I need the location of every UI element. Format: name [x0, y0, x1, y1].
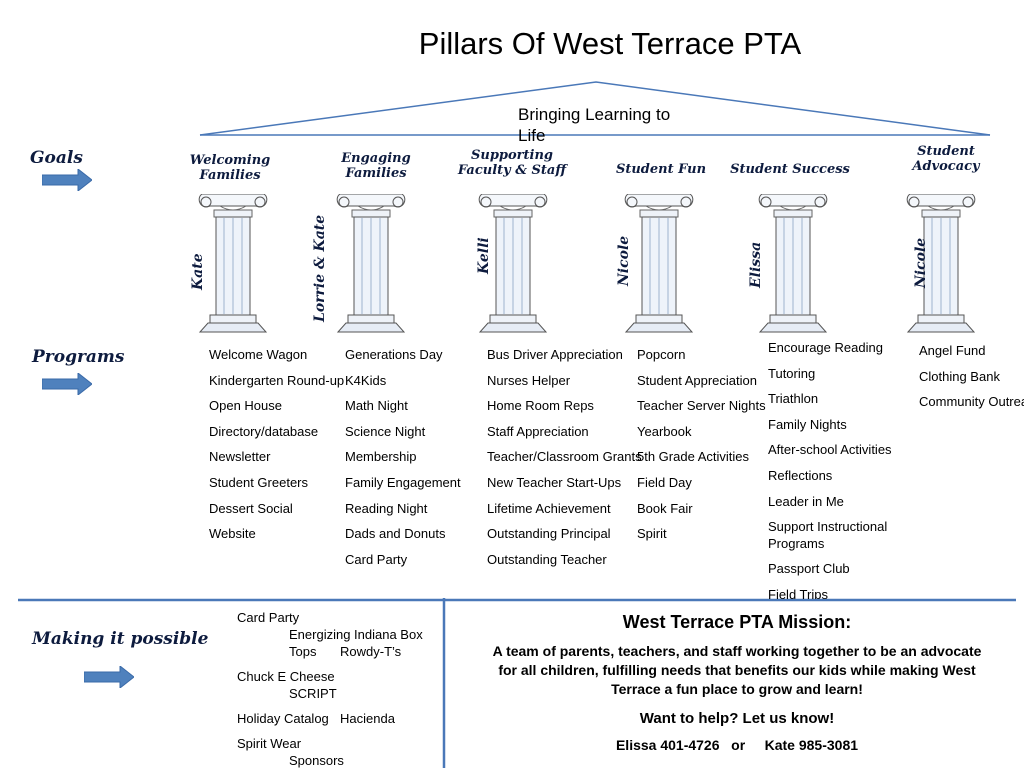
list-item: SCRIPT: [289, 686, 337, 701]
pillar-student-success: [758, 194, 828, 333]
programs-engaging: Generations Day K4Kids Math Night Scienc…: [345, 342, 461, 572]
list-item: New Teacher Start-Ups: [487, 474, 622, 490]
list-item: Open House: [209, 398, 282, 414]
list-item: Dads and Donuts: [345, 526, 446, 542]
roof-text: Bringing Learning to Life: [518, 105, 671, 145]
pillar-engaging-families: [336, 194, 406, 333]
list-item: Support Instructional Programs: [768, 519, 888, 552]
making-possible-item: Rowdy-T’s: [340, 644, 402, 659]
list-item: Staff Appreciation: [487, 423, 589, 439]
list-item: Spirit: [637, 526, 667, 542]
programs-student-advocacy: Angel Fund Clothing Bank Community Outre…: [919, 338, 1024, 415]
list-item: Card Party: [345, 551, 408, 567]
list-item: Field Trips: [768, 586, 828, 599]
list-item: Book Fair: [637, 500, 693, 516]
list-item: Welcome Wagon: [209, 347, 308, 362]
list-item: 5th Grade Activities: [637, 449, 749, 465]
list-item: Community Outreach: [919, 394, 1024, 410]
programs-arrow-icon: [42, 373, 92, 395]
goal-engaging-families: Engaging Families: [341, 151, 411, 181]
page-title: Pillars Of West Terrace PTA: [418, 26, 802, 61]
list-item: Outstanding Principal: [487, 526, 611, 542]
list-item: Spirit Wear: [237, 736, 302, 751]
list-item: Directory/database: [209, 423, 319, 439]
list-item: Chuck E Cheese: [237, 669, 335, 684]
list-item: Sponsors: [289, 753, 344, 768]
list-item: Kindergarten Round-up: [209, 372, 345, 388]
list-item: Outstanding Teacher: [487, 551, 607, 567]
list-item: Reflections: [768, 467, 833, 483]
pillar-student-fun: [624, 194, 694, 333]
goal-supporting-faculty: Supporting Faculty & Staff: [457, 148, 567, 178]
list-item: After-school Activities: [768, 442, 892, 458]
list-item: Passport Club: [768, 561, 850, 577]
list-item: Home Room Reps: [487, 398, 594, 414]
list-item: Bus Driver Appreciation: [487, 347, 623, 362]
list-item: Student Appreciation: [637, 372, 757, 388]
list-item: Membership: [345, 449, 417, 465]
making-possible-item: Holiday Catalog: [237, 711, 329, 726]
list-item: Popcorn: [637, 347, 686, 362]
list-item: Teacher Server Nights: [637, 398, 766, 414]
making-possible-item: Hacienda: [340, 711, 395, 726]
making-possible-label: Making it possible: [32, 629, 209, 649]
list-item: Reading Night: [345, 500, 428, 516]
list-item: Family Nights: [768, 416, 847, 432]
list-item: Yearbook: [637, 423, 692, 439]
goal-student-fun: Student Fun: [615, 162, 707, 177]
list-item: Tutoring: [768, 365, 816, 381]
list-item: Angel Fund: [919, 343, 986, 358]
list-item: Holiday Catalog Hacienda: [237, 710, 442, 727]
making-possible-list: Card Party Energizing Indiana Box Tops R…: [237, 609, 442, 769]
list-item: Newsletter: [209, 449, 271, 465]
person-label: Kelli: [476, 237, 492, 274]
goals-label: Goals: [30, 148, 83, 168]
programs-student-fun: Popcorn Student Appreciation Teacher Ser…: [637, 342, 766, 547]
list-item: Triathlon: [768, 391, 819, 407]
goal-student-success: Student Success: [730, 162, 850, 177]
programs-student-success: Encourage Reading Tutoring Triathlon Fam…: [768, 335, 938, 599]
list-item: Science Night: [345, 423, 426, 439]
goal-welcoming-families: Welcoming Families: [189, 153, 271, 183]
mission-contact: Elissa 401-4726 or Kate 985-3081: [615, 737, 859, 753]
list-item: Student Greeters: [209, 474, 308, 490]
person-label: Lorrie & Kate: [312, 214, 328, 322]
list-item: Field Day: [637, 474, 692, 490]
programs-welcoming: Welcome Wagon Kindergarten Round-up Open…: [209, 342, 344, 547]
programs-label: Programs: [32, 347, 125, 367]
list-item: Nurses Helper: [487, 372, 571, 388]
person-label: Kate: [190, 253, 206, 290]
person-label: Nicole: [616, 235, 632, 286]
programs-supporting: Bus Driver Appreciation Nurses Helper Ho…: [487, 342, 642, 572]
making-possible-item: Energizing Indiana Box Tops: [289, 627, 423, 659]
pillar-welcoming-families: [198, 194, 268, 333]
list-item: Card Party: [237, 610, 300, 625]
list-item: Generations Day: [345, 347, 443, 362]
making-possible-arrow-icon: [84, 666, 134, 688]
list-item: Dessert Social: [209, 500, 293, 516]
roof-line: [199, 81, 991, 136]
list-item: Teacher/Classroom Grants: [487, 449, 642, 465]
list-item: K4Kids: [345, 372, 387, 388]
goals-arrow-icon: [42, 169, 92, 191]
person-label: Elissa: [748, 241, 764, 288]
list-item: Encourage Reading: [768, 340, 883, 355]
person-label: Nicole: [913, 237, 929, 288]
list-item: Energizing Indiana Box Tops Rowdy-T’s: [237, 626, 442, 660]
mission-title: West Terrace PTA Mission:: [622, 612, 852, 632]
list-item: Website: [209, 526, 256, 542]
list-item: Math Night: [345, 398, 408, 414]
goal-student-advocacy: Student Advocacy: [912, 144, 980, 174]
list-item: Leader in Me: [768, 493, 844, 509]
list-item: Lifetime Achievement: [487, 500, 611, 516]
list-item: Family Engagement: [345, 474, 461, 490]
mission-help: Want to help? Let us know!: [639, 710, 835, 727]
list-item: Clothing Bank: [919, 368, 1000, 384]
mission-text: A team of parents, teachers, and staff w…: [492, 643, 982, 697]
